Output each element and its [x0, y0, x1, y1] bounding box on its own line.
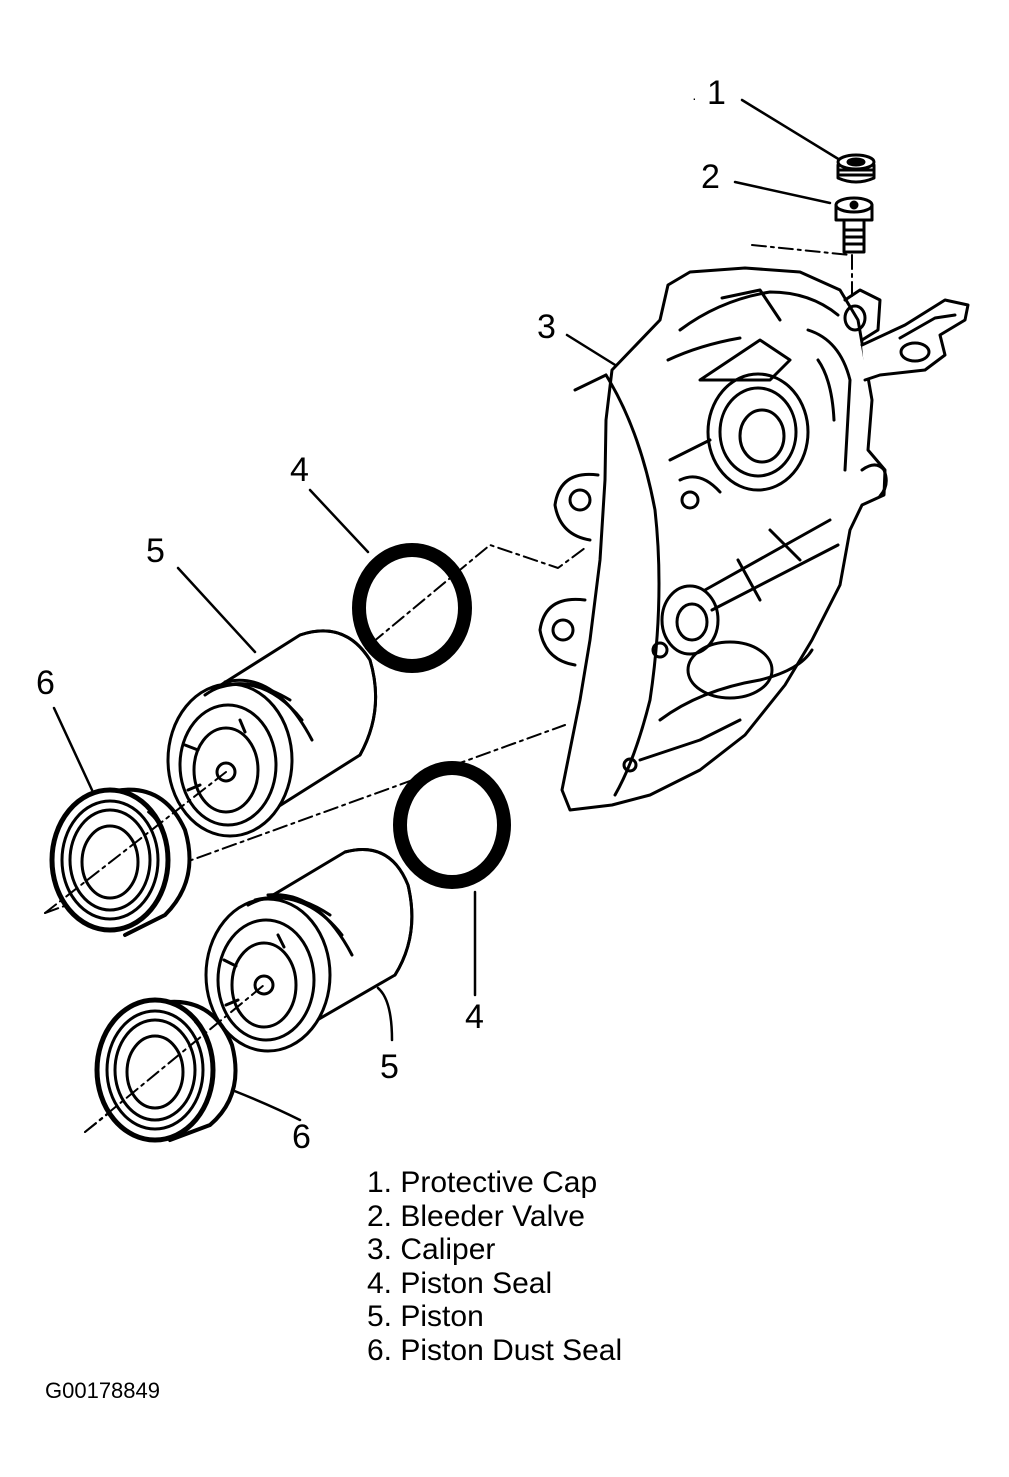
legend-number: 3.: [367, 1233, 393, 1266]
legend-number: 6.: [367, 1333, 393, 1367]
legend-item: 1. Protective Cap: [367, 1166, 622, 1200]
legend-number: 1.: [367, 1166, 393, 1199]
piston-lower: [204, 847, 414, 1053]
centerline-overlay: [44, 771, 265, 1133]
parts-legend: 1. Protective Cap 2. Bleeder Valve 3. Ca…: [367, 1166, 622, 1367]
legend-item: 2. Bleeder Valve: [367, 1200, 622, 1234]
legend-label: Piston Seal: [400, 1266, 553, 1300]
legend-item: 5. Piston: [367, 1300, 622, 1334]
callout-6-top: 6: [36, 664, 55, 702]
leader-lines: [52, 98, 842, 1122]
dust-seal-upper: [49, 787, 192, 937]
legend-item: 3. Caliper: [367, 1233, 622, 1267]
piston-seals: [352, 543, 511, 889]
legend-label: Piston: [400, 1300, 484, 1333]
caliper-part: [538, 266, 970, 812]
piston-upper: [166, 629, 378, 838]
legend-number: 5.: [367, 1300, 393, 1333]
protective-cap-part: [836, 153, 876, 184]
bleeder-valve-part: [834, 196, 874, 254]
callout-6-bottom: 6: [292, 1118, 311, 1156]
piston-seal-upper: [352, 543, 472, 673]
legend-number: 4.: [367, 1266, 393, 1300]
callout-5-top: 5: [146, 532, 165, 570]
callout-2: 2: [701, 158, 720, 196]
legend-item: 4. Piston Seal: [367, 1267, 622, 1301]
figure-id: G00178849: [45, 1378, 160, 1403]
callout-1-dot: ·: [692, 90, 697, 106]
callout-3: 3: [537, 308, 556, 346]
legend-label: Protective Cap: [400, 1166, 598, 1199]
callout-4-bottom: 4: [465, 998, 484, 1036]
legend-label: Bleeder Valve: [400, 1199, 585, 1233]
legend-label: Piston Dust Seal: [400, 1333, 623, 1367]
legend-label: Caliper: [400, 1233, 496, 1266]
piston-seal-lower: [393, 761, 511, 889]
callout-5-bottom: 5: [380, 1048, 399, 1086]
callout-1: 1: [707, 74, 726, 112]
legend-number: 2.: [367, 1199, 393, 1233]
callout-4-top: 4: [290, 451, 309, 489]
legend-item: 6. Piston Dust Seal: [367, 1334, 622, 1368]
dust-seal-lower: [94, 997, 238, 1143]
